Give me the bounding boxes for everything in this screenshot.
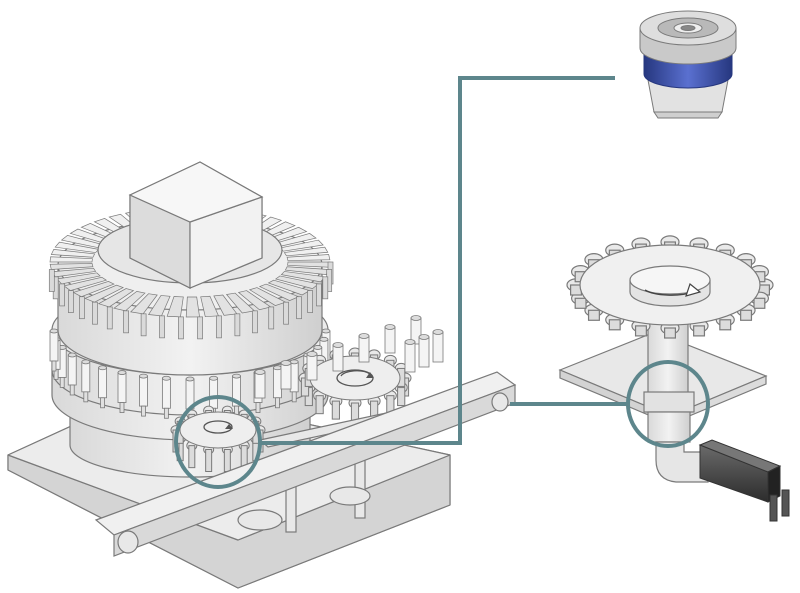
filling-valves [49,328,331,420]
rail-bottles [254,315,444,399]
callout-lines [174,76,710,489]
infeed-starwheel [170,405,266,472]
conveyor-rail [94,371,517,557]
central-tank [97,161,283,289]
callout-circle-gearbox [626,360,710,448]
starwheel-detail [558,235,774,483]
callout-circle-infeed [174,395,262,489]
planetary-gearbox [639,10,737,119]
outfeed-starwheel [298,347,412,422]
servo-motor [698,439,790,522]
